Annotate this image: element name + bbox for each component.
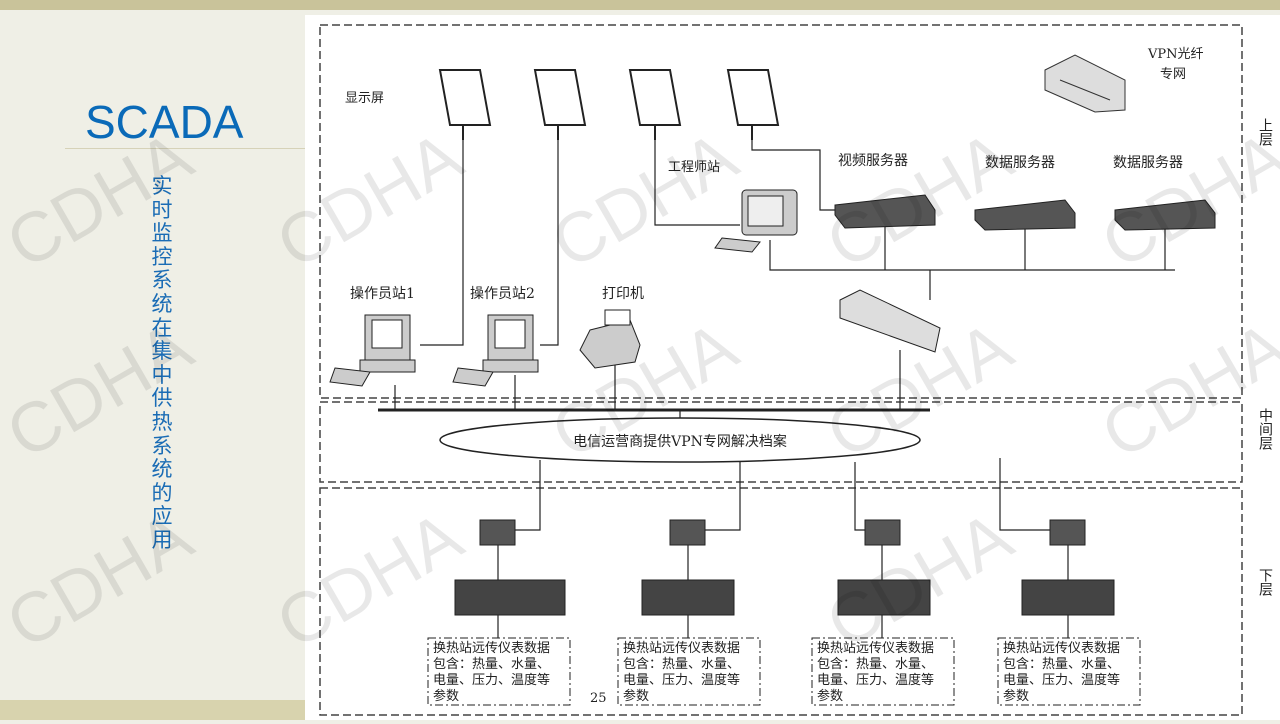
display-screen-icon <box>726 69 780 140</box>
station-data-box <box>617 637 761 706</box>
field-monitor-icons <box>479 519 1086 546</box>
station-data-text: 换热站远传仪表数据 <box>817 641 934 656</box>
station-data-text: 电量、压力、温度等 <box>433 672 550 688</box>
station-data-text: 换热站远传仪表数据 <box>623 641 740 656</box>
server-icon <box>1114 199 1216 231</box>
slide-subtitle: 实时监控系统在集中供热系统的应用 <box>151 174 173 552</box>
lower-layer-label: 下层 <box>1257 568 1273 596</box>
data-server-label: 数据服务器 <box>985 155 1055 171</box>
station-data-box <box>811 637 955 706</box>
operator-pc-icon <box>452 314 539 387</box>
display-screen-icon <box>533 69 587 140</box>
station-data-text: 包含：热量、水量、 <box>623 656 740 672</box>
upper-layer-box <box>319 24 1243 399</box>
vpn-label: VPN光纤 <box>1147 47 1204 62</box>
station-data-text: 包含：热量、水量、 <box>817 656 934 672</box>
data-server-label: 数据服务器 <box>1113 155 1183 171</box>
middle-layer-label: 中间层 <box>1257 408 1273 450</box>
engineer-pc-icon <box>714 189 798 253</box>
left-panel <box>0 10 305 720</box>
vpn-label-2: 专网 <box>1160 67 1186 82</box>
engineer-station-label: 工程师站 <box>668 160 720 175</box>
server-icon <box>974 199 1076 231</box>
station-data-box <box>997 637 1141 706</box>
server-icon <box>834 194 936 229</box>
display-screen-icon <box>628 69 682 140</box>
printer-icon <box>579 309 641 369</box>
vpn-router-icon <box>1044 54 1126 113</box>
station-data-text: 电量、压力、温度等 <box>623 672 740 688</box>
station-data-text: 换热站远传仪表数据 <box>433 641 550 656</box>
video-server-label: 视频服务器 <box>838 153 908 169</box>
upper-layer-label: 上层 <box>1257 118 1273 146</box>
slide-title: SCADA <box>85 96 244 148</box>
server-icons <box>834 194 1216 231</box>
top-bar <box>0 0 1280 10</box>
station-data-text: 参数 <box>623 688 649 704</box>
station-data-text: 参数 <box>433 688 459 704</box>
operator-station-1-label: 操作员站1 <box>350 286 415 302</box>
display-label: 显示屏 <box>345 91 384 106</box>
station-data-text: 参数 <box>817 688 843 704</box>
printer-label: 打印机 <box>602 285 644 302</box>
operator-pc-icon <box>329 314 416 387</box>
diagram-area: 显示屏 VPN光纤 专网 工程师站 视频服务器 数据服务器 数据服务器 操作员站… <box>305 15 1280 720</box>
lower-layer-box <box>319 487 1243 716</box>
middle-layer-box <box>319 401 1243 483</box>
vpn-solution-ellipse <box>439 417 921 463</box>
station-data-text: 包含：热量、水量、 <box>1003 656 1120 672</box>
vpn-solution-label: 电信运营商提供VPN专网解决档案 <box>573 433 787 450</box>
display-screen-icon <box>438 69 492 140</box>
page-number: 25 <box>590 691 607 706</box>
station-data-text: 参数 <box>1003 688 1029 704</box>
station-data-text: 包含：热量、水量、 <box>433 656 550 672</box>
network-switch-icon <box>839 289 941 353</box>
title-divider <box>65 148 305 149</box>
bottom-bar <box>0 700 305 720</box>
plc-rack-icons <box>454 579 1115 616</box>
station-data-text: 电量、压力、温度等 <box>817 672 934 688</box>
station-data-box <box>427 637 571 706</box>
operator-station-2-label: 操作员站2 <box>470 286 535 302</box>
station-data-text: 电量、压力、温度等 <box>1003 672 1120 688</box>
station-data-text: 换热站远传仪表数据 <box>1003 641 1120 656</box>
scada-network-diagram: 显示屏 VPN光纤 专网 工程师站 视频服务器 数据服务器 数据服务器 操作员站… <box>319 24 1273 716</box>
connection-lines <box>378 140 1175 638</box>
